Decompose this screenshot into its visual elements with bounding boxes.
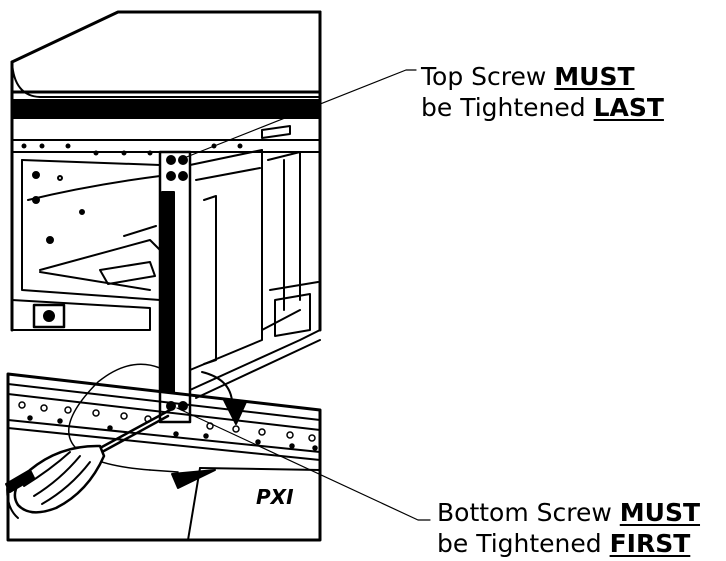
callout-bottom-line1: Bottom Screw MUST <box>437 497 700 528</box>
callout-bottom-line2: be Tightened FIRST <box>437 528 700 559</box>
callout-top-screw: Top Screw MUST be Tightened LAST <box>421 61 664 123</box>
rotation-arrow-icon <box>68 363 247 489</box>
callout-top-emphasis: MUST <box>554 62 635 91</box>
callout-top-line1: Top Screw MUST <box>421 61 664 92</box>
callout-bottom-prefix: Bottom Screw <box>437 498 620 527</box>
callout-bottom-screw: Bottom Screw MUST be Tightened FIRST <box>437 497 700 559</box>
callout-top-line2-emphasis: LAST <box>593 93 664 122</box>
chassis-top-housing <box>10 10 322 332</box>
callout-bottom-emphasis: MUST <box>619 498 701 527</box>
callout-leaders <box>176 69 431 521</box>
callout-bottom-line2-emphasis: FIRST <box>609 529 691 558</box>
screwdriver-icon <box>5 408 172 519</box>
top-rail-holes <box>21 143 243 156</box>
chassis-interior-left <box>11 159 161 331</box>
callout-top-line2-prefix: be Tightened <box>421 93 594 122</box>
callout-top-line2: be Tightened LAST <box>421 92 664 123</box>
bottom-rail-holes <box>18 401 318 451</box>
pxi-module <box>158 149 321 424</box>
callout-top-prefix: Top Screw <box>421 62 555 91</box>
chassis-brand-logo: PXI <box>256 485 294 509</box>
callout-bottom-line2-prefix: be Tightened <box>437 529 610 558</box>
